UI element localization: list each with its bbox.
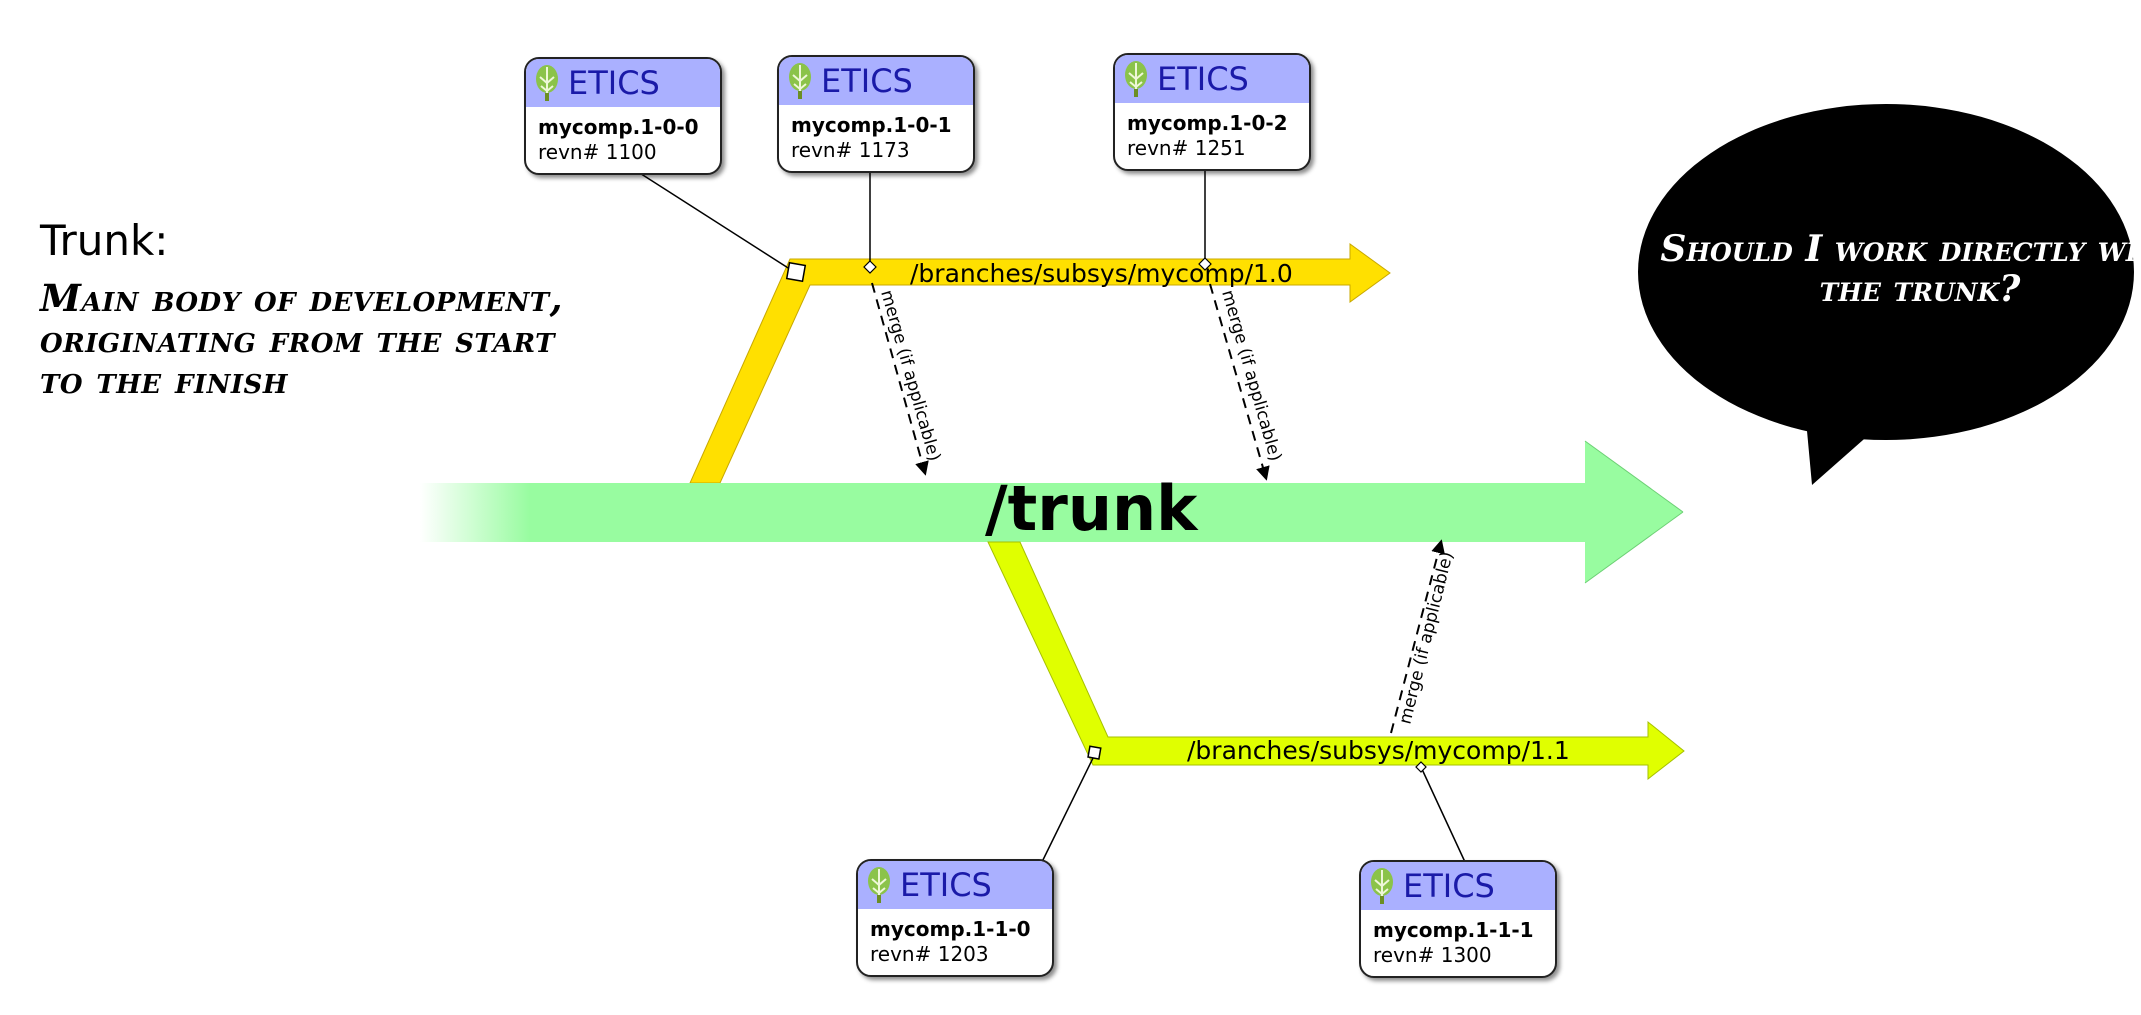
release-revision: revn# 1100 (538, 140, 657, 164)
tag-marker-1-0-0 (785, 261, 807, 283)
speech-bubble (1638, 104, 2134, 440)
tag-marker-1-1-1 (1415, 761, 1427, 773)
etics-leaf-icon (536, 65, 558, 101)
card-title: ETICS (821, 62, 913, 100)
release-card-1-1-1: ETICS mycomp.1-1-1 revn# 1300 (1359, 860, 1557, 978)
release-revision: revn# 1203 (870, 942, 989, 966)
speech-bubble-tail (1806, 420, 1880, 485)
release-name: mycomp.1-1-0 (870, 917, 1031, 941)
etics-leaf-icon (868, 867, 890, 903)
release-revision: revn# 1173 (791, 138, 910, 162)
card-header: ETICS (1115, 55, 1309, 103)
release-card-1-0-2: ETICS mycomp.1-0-2 revn# 1251 (1113, 53, 1311, 171)
release-name: mycomp.1-0-0 (538, 115, 699, 139)
card-header: ETICS (779, 57, 973, 105)
release-card-1-1-0: ETICS mycomp.1-1-0 revn# 1203 (856, 859, 1054, 977)
tag-marker-1-1-0 (1087, 745, 1102, 760)
release-revision: revn# 1251 (1127, 136, 1246, 160)
bubble-question: Should I work directly with the trunk? (1660, 228, 2141, 310)
release-card-1-0-0: ETICS mycomp.1-0-0 revn# 1100 (524, 57, 722, 175)
tag-marker-1-0-2 (1198, 257, 1212, 271)
release-card-1-0-1: ETICS mycomp.1-0-1 revn# 1173 (777, 55, 975, 173)
merge-label-2: merge (if applicable) (1217, 288, 1285, 464)
connector-1-0-0 (634, 169, 797, 274)
release-name: mycomp.1-0-1 (791, 113, 952, 137)
branch-1-1-label: /branches/subsys/mycomp/1.1 (1187, 736, 1570, 765)
release-name: mycomp.1-0-2 (1127, 111, 1288, 135)
card-title: ETICS (1403, 867, 1495, 905)
card-title: ETICS (1157, 60, 1249, 98)
merge-label-3: merge (if applicable) (1395, 550, 1457, 727)
trunk-arrow (420, 441, 1683, 583)
tag-marker-1-0-1 (863, 260, 877, 274)
card-title: ETICS (568, 64, 660, 102)
release-revision: revn# 1300 (1373, 943, 1492, 967)
branch-1-0-arrow (689, 243, 1391, 484)
card-title: ETICS (900, 866, 992, 904)
connector-1-1-1 (1420, 766, 1466, 863)
trunk-label: /trunk (985, 472, 1199, 545)
card-header: ETICS (1361, 862, 1555, 910)
release-name: mycomp.1-1-1 (1373, 918, 1534, 942)
branch-1-1-arrow (987, 541, 1685, 781)
card-header: ETICS (858, 861, 1052, 909)
trunk-heading: Trunk: (40, 216, 169, 265)
branch-1-0-label: /branches/subsys/mycomp/1.0 (910, 259, 1293, 288)
connector-1-1-0 (1039, 755, 1095, 867)
etics-leaf-icon (1371, 868, 1393, 904)
card-header: ETICS (526, 59, 720, 107)
trunk-description: Main body of development, originating fr… (40, 276, 563, 402)
etics-leaf-icon (1125, 61, 1147, 97)
etics-leaf-icon (789, 63, 811, 99)
merge-label-1: merge (if applicable) (876, 288, 944, 464)
